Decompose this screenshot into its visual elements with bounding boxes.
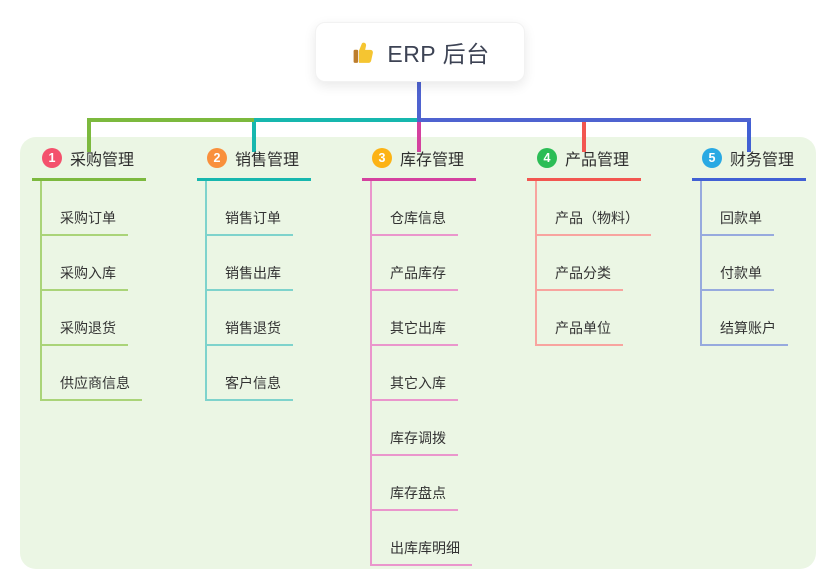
branch-children-3: 仓库信息产品库存其它出库其它入库库存调拨库存盘点出库库明细 [370, 181, 472, 566]
branch-children-1: 采购订单采购入库采购退货供应商信息 [40, 181, 142, 401]
child-node[interactable]: 其它入库 [372, 373, 458, 401]
child-node[interactable]: 产品分类 [537, 263, 623, 291]
connector-bus-left-1 [89, 118, 254, 122]
connector-drop-2 [252, 118, 256, 152]
branch-title-label: 销售管理 [235, 152, 300, 169]
child-node[interactable]: 结算账户 [702, 318, 788, 346]
child-row: 采购订单 [42, 181, 142, 236]
root-node[interactable]: ERP 后台 [315, 22, 525, 82]
child-row: 产品分类 [537, 236, 651, 291]
child-node[interactable]: 供应商信息 [42, 373, 142, 401]
child-node[interactable]: 采购订单 [42, 208, 128, 236]
connector-bus-left-2 [254, 118, 419, 122]
child-row: 采购退货 [42, 291, 142, 346]
child-node[interactable]: 出库库明细 [372, 538, 472, 566]
branch-badge-5: 5 [702, 148, 722, 168]
child-node[interactable]: 回款单 [702, 208, 774, 236]
child-node[interactable]: 其它出库 [372, 318, 458, 346]
child-row: 出库库明细 [372, 511, 472, 566]
branch-title-label: 库存管理 [400, 152, 465, 169]
branch-children-2: 销售订单销售出库销售退货客户信息 [205, 181, 293, 401]
child-row: 回款单 [702, 181, 788, 236]
child-node[interactable]: 采购入库 [42, 263, 128, 291]
child-node[interactable]: 销售订单 [207, 208, 293, 236]
branch-5: 5 财务管理回款单付款单结算账户 [692, 146, 806, 346]
branch-badge-4: 4 [537, 148, 557, 168]
branch-2: 2 销售管理销售订单销售出库销售退货客户信息 [197, 146, 311, 401]
connector-drop-4 [582, 118, 586, 152]
child-row: 其它出库 [372, 291, 472, 346]
child-row: 库存盘点 [372, 456, 472, 511]
connector-drop-3 [417, 118, 421, 152]
branch-node-2[interactable]: 2 销售管理 [197, 146, 311, 181]
branch-3: 3 库存管理仓库信息产品库存其它出库其它入库库存调拨库存盘点出库库明细 [362, 146, 476, 566]
child-node[interactable]: 销售出库 [207, 263, 293, 291]
branch-4: 4 产品管理产品（物料） 产品分类产品单位 [527, 146, 651, 346]
branch-1: 1 采购管理采购订单采购入库采购退货供应商信息 [32, 146, 146, 401]
child-row: 供应商信息 [42, 346, 142, 401]
child-row: 产品单位 [537, 291, 651, 346]
child-row: 采购入库 [42, 236, 142, 291]
root-title: ERP 后台 [387, 41, 490, 67]
child-row: 结算账户 [702, 291, 788, 346]
child-row: 销售退货 [207, 291, 293, 346]
child-node[interactable]: 销售退货 [207, 318, 293, 346]
child-node[interactable]: 仓库信息 [372, 208, 458, 236]
branches-panel [20, 137, 816, 569]
branch-title-label: 财务管理 [730, 152, 795, 169]
child-row: 销售订单 [207, 181, 293, 236]
branch-node-3[interactable]: 3 库存管理 [362, 146, 476, 181]
child-node[interactable]: 库存调拨 [372, 428, 458, 456]
branch-badge-2: 2 [207, 148, 227, 168]
child-row: 库存调拨 [372, 401, 472, 456]
child-node[interactable]: 采购退货 [42, 318, 128, 346]
branch-children-4: 产品（物料） 产品分类产品单位 [535, 181, 651, 346]
thumbs-up-icon [353, 42, 374, 63]
connector-bus-right [417, 118, 751, 122]
child-node[interactable]: 客户信息 [207, 373, 293, 401]
child-node[interactable]: 库存盘点 [372, 483, 458, 511]
branch-node-5[interactable]: 5 财务管理 [692, 146, 806, 181]
child-row: 客户信息 [207, 346, 293, 401]
branch-children-5: 回款单付款单结算账户 [700, 181, 788, 346]
child-row: 付款单 [702, 236, 788, 291]
branch-title-label: 产品管理 [565, 152, 630, 169]
child-node[interactable]: 付款单 [702, 263, 774, 291]
branch-node-1[interactable]: 1 采购管理 [32, 146, 146, 181]
child-node[interactable]: 产品库存 [372, 263, 458, 291]
connector-drop-1 [87, 118, 91, 152]
child-row: 其它入库 [372, 346, 472, 401]
child-node[interactable]: 产品（物料） [537, 208, 651, 236]
connector-root-vertical [417, 80, 421, 122]
connector-drop-5 [747, 118, 751, 152]
branch-title-label: 采购管理 [70, 152, 135, 169]
child-node[interactable]: 产品单位 [537, 318, 623, 346]
branch-badge-3: 3 [372, 148, 392, 168]
branch-node-4[interactable]: 4 产品管理 [527, 146, 641, 181]
child-row: 产品（物料） [537, 181, 651, 236]
child-row: 销售出库 [207, 236, 293, 291]
branch-badge-1: 1 [42, 148, 62, 168]
child-row: 仓库信息 [372, 181, 472, 236]
child-row: 产品库存 [372, 236, 472, 291]
